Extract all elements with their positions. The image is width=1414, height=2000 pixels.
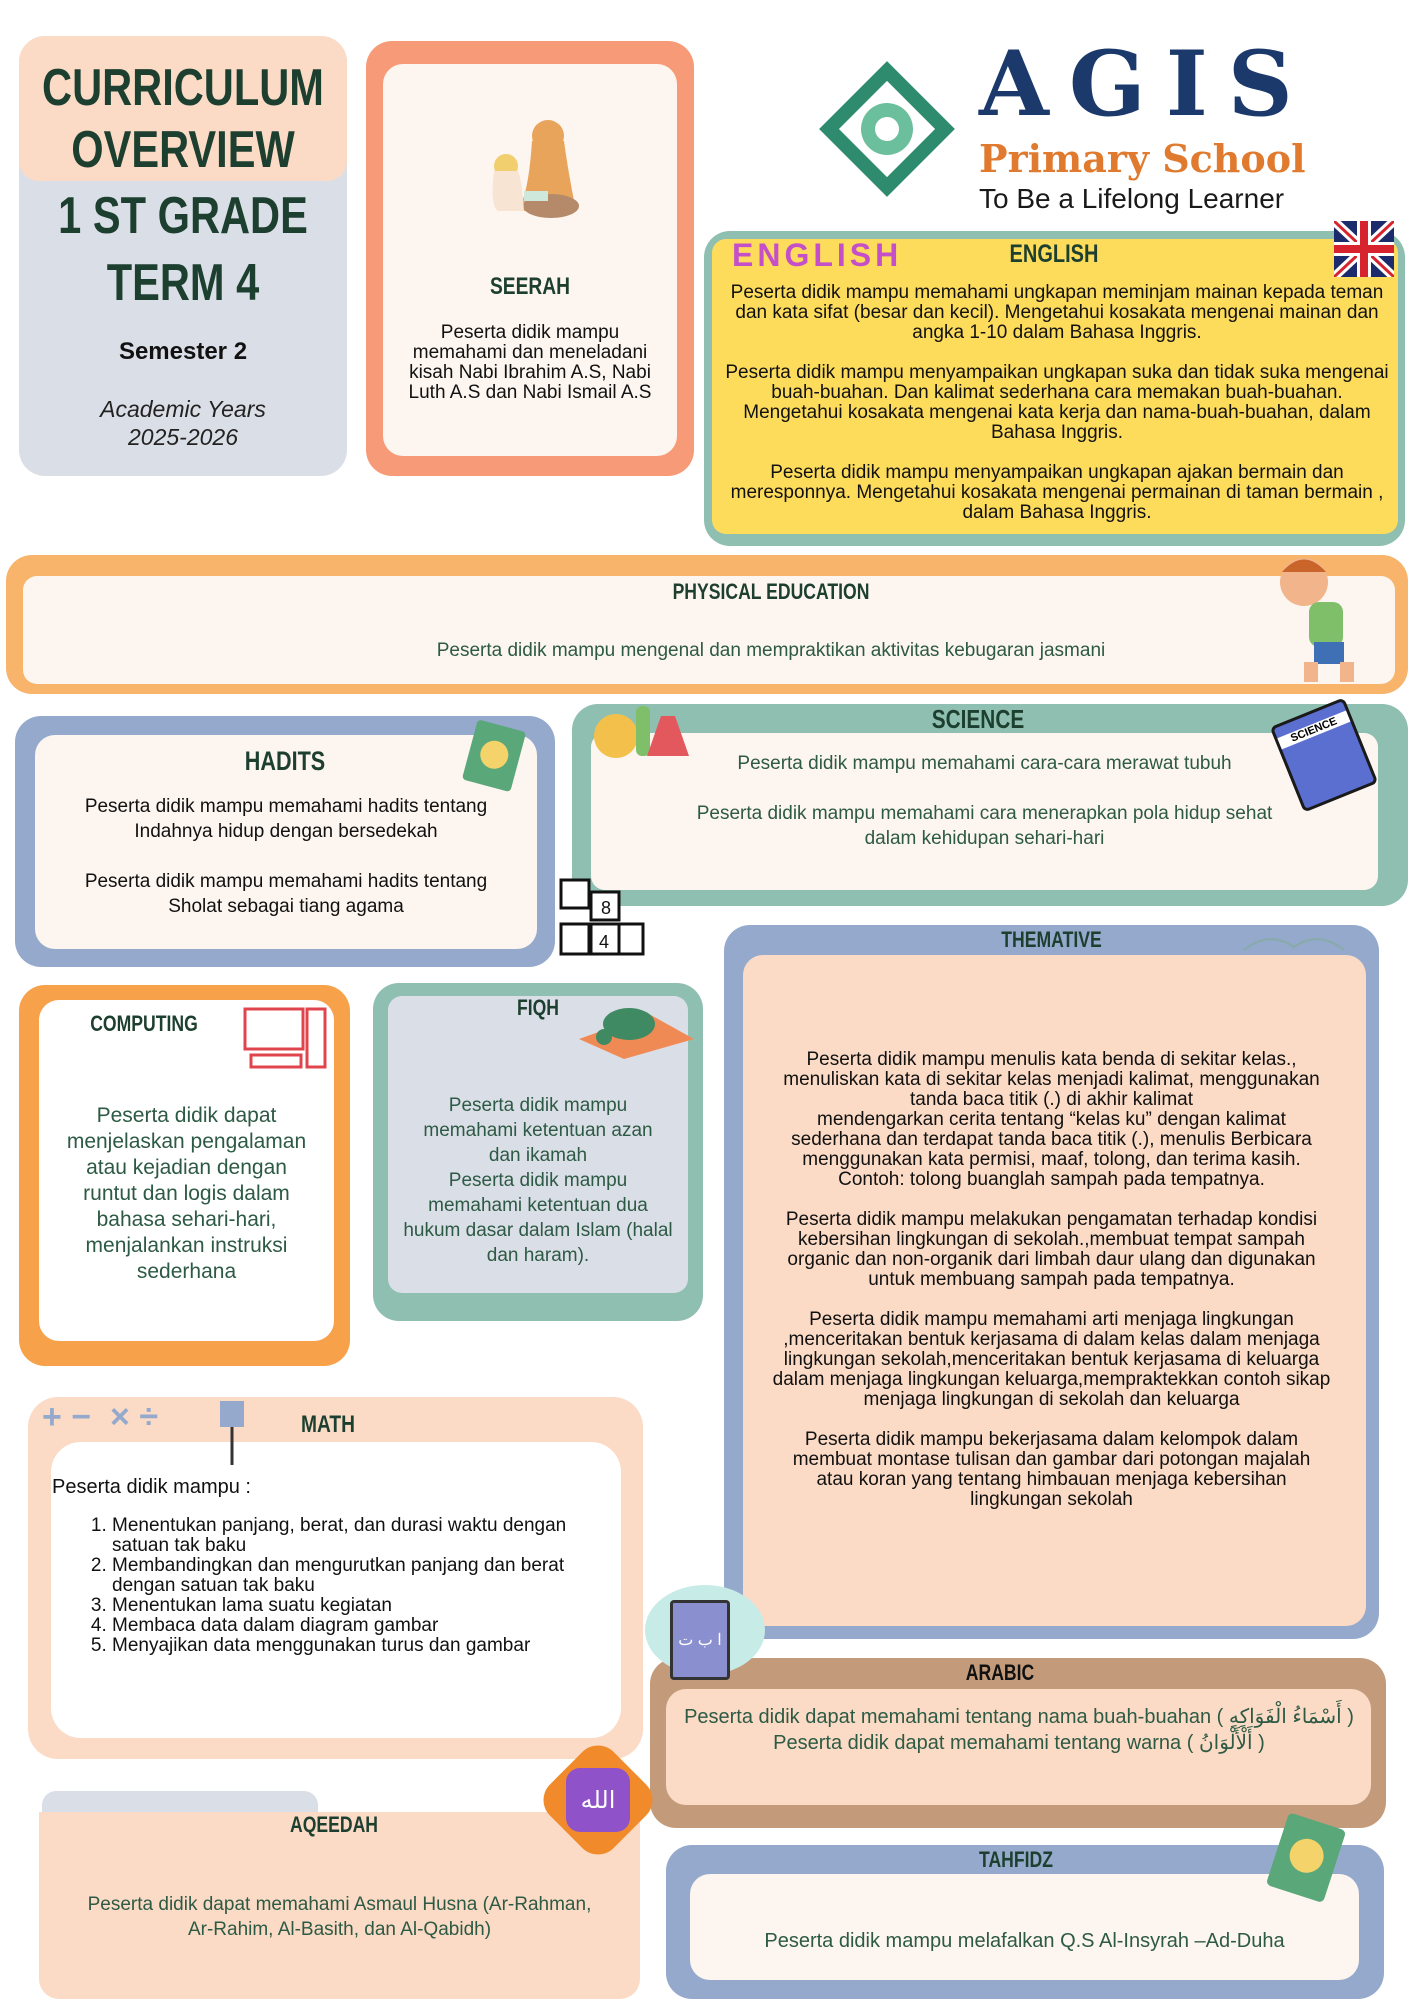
computer-icon <box>241 1005 329 1075</box>
aqeedah-title: AQEEDAH <box>289 1812 378 1837</box>
hadits-text: Peserta didik mampu memahami hadits tent… <box>84 796 488 917</box>
allah-badge-text: الله <box>580 1786 616 1814</box>
seerah-text: Peserta didik mampu memahami dan menelad… <box>408 322 652 403</box>
uk-flag-icon <box>1334 219 1394 279</box>
english-body: Peserta didik mampu memahami ungkapan me… <box>722 283 1392 523</box>
math-title: MATH <box>300 1411 356 1438</box>
arabic-title: ARABIC <box>965 1660 1035 1685</box>
math-item: Menyajikan data menggunakan turus dan ga… <box>112 1636 606 1656</box>
hadits-title: HADITS <box>244 746 326 776</box>
title-card: CURRICULUM OVERVIEW 1 ST GRADE TERM 4 Se… <box>19 36 347 476</box>
logo-subtitle: Primary School <box>979 136 1306 181</box>
english-sticker: ENGLISH <box>732 237 903 273</box>
svg-text:4: 4 <box>599 932 609 952</box>
svg-text:8: 8 <box>601 898 611 918</box>
seerah-title: SEERAH <box>489 273 571 300</box>
science-text: Peserta didik mampu memahami cara-cara m… <box>696 753 1273 849</box>
english-paragraph: Peserta didik mampu menyampaikan ungkapa… <box>725 362 1389 443</box>
math-item: Menentukan panjang, berat, dan durasi wa… <box>112 1516 606 1556</box>
aqeedah-card: AQEEDAH Peserta didik dapat memahami Asm… <box>39 1812 640 1999</box>
aqeedah-text: Peserta didik dapat memahami Asmaul Husn… <box>87 1894 592 1940</box>
pe-title: PHYSICAL EDUCATION <box>672 579 870 604</box>
seerah-card: SEERAH Peserta didik mampu memahami dan … <box>366 41 694 476</box>
pushpin-icon <box>214 1397 250 1467</box>
thematic-card: THEMATIVE Peserta didik mampu menulis ka… <box>724 925 1379 1639</box>
math-item: Membandingkan dan mengurutkan panjang da… <box>112 1556 606 1596</box>
title-line2: OVERVIEW <box>71 121 295 179</box>
arabic-text: Peserta didik dapat memahami tentang nam… <box>684 1706 1354 1754</box>
english-title: ENGLISH <box>1009 240 1099 268</box>
math-symbols: + − × ÷ <box>42 1398 159 1436</box>
physical-education-card: PHYSICAL EDUCATION Peserta didik mampu m… <box>6 555 1408 694</box>
math-item: Menentukan lama suatu kegiatan <box>112 1596 606 1616</box>
hadits-card: HADITS Peserta didik mampu memahami hadi… <box>15 716 555 967</box>
math-list: Menentukan panjang, berat, dan durasi wa… <box>86 1516 606 1656</box>
school-logo: AGIS Primary School To Be a Lifelong Lea… <box>807 35 1407 219</box>
fiqh-text: Peserta didik mampu memahami ketentuan a… <box>403 1095 673 1266</box>
term: TERM 4 <box>106 254 260 312</box>
thematic-title: THEMATIVE <box>1001 927 1102 952</box>
stretching-kid-icon <box>1264 547 1384 687</box>
science-title: SCIENCE <box>931 704 1025 734</box>
math-card: + − × ÷ MATH Peserta didik mampu : Menen… <box>28 1397 643 1759</box>
pe-text: Peserta didik mampu mengenal dan memprak… <box>436 640 1106 661</box>
tahfidz-title: TAHFIDZ <box>979 1847 1053 1872</box>
math-item: Membaca data dalam diagram gambar <box>112 1616 606 1636</box>
arabic-book-icon: ا ب ت <box>670 1600 730 1680</box>
english-paragraph: Peserta didik mampu memahami ungkapan me… <box>730 282 1384 343</box>
computing-card: COMPUTING Peserta didik dapat menjelaska… <box>19 985 350 1366</box>
math-intro: Peserta didik mampu : <box>52 1476 251 1498</box>
quran-book-icon <box>1249 1797 1365 1920</box>
tahfidz-text: Peserta didik mampu melafalkan Q.S Al-In… <box>764 1930 1285 1952</box>
arabic-card: ARABIC Peserta didik dapat memahami tent… <box>650 1658 1386 1828</box>
thematic-text: Peserta didik mampu menulis kata benda d… <box>772 1049 1331 1510</box>
semester: Semester 2 <box>118 338 248 365</box>
open-book-icon <box>1234 925 1354 955</box>
mother-child-reading-icon <box>476 111 586 221</box>
grade: 1 ST GRADE <box>58 187 308 245</box>
computing-text: Peserta didik dapat menjelaskan pengalam… <box>66 1104 307 1283</box>
title-line1: CURRICULUM <box>42 59 324 117</box>
science-card: SCIENCE Peserta didik mampu memahami car… <box>572 697 1408 906</box>
logo-emblem-icon <box>807 49 967 209</box>
fiqh-card: FIQH Peserta didik mampu memahami ketent… <box>373 983 703 1321</box>
fiqh-title: FIQH <box>516 995 560 1020</box>
arabic-book-label: ا ب ت <box>678 1632 722 1649</box>
tahfidz-card: TAHFIDZ Peserta didik mampu melafalkan Q… <box>666 1845 1384 1999</box>
academic-label: Academic Years <box>100 396 266 422</box>
quran-book-icon <box>446 707 544 805</box>
english-card: ENGLISH ENGLISH Peserta didik mampu mema… <box>704 221 1405 546</box>
lab-flasks-icon <box>586 696 696 766</box>
academic-years: 2025-2026 <box>128 424 238 450</box>
logo-name: AGIS <box>979 31 1313 137</box>
praying-person-icon <box>569 989 699 1059</box>
computing-title: COMPUTING <box>90 1011 198 1036</box>
logo-tagline: To Be a Lifelong Learner <box>979 183 1285 214</box>
english-paragraph: Peserta didik mampu menyampaikan ungkapa… <box>730 462 1384 523</box>
